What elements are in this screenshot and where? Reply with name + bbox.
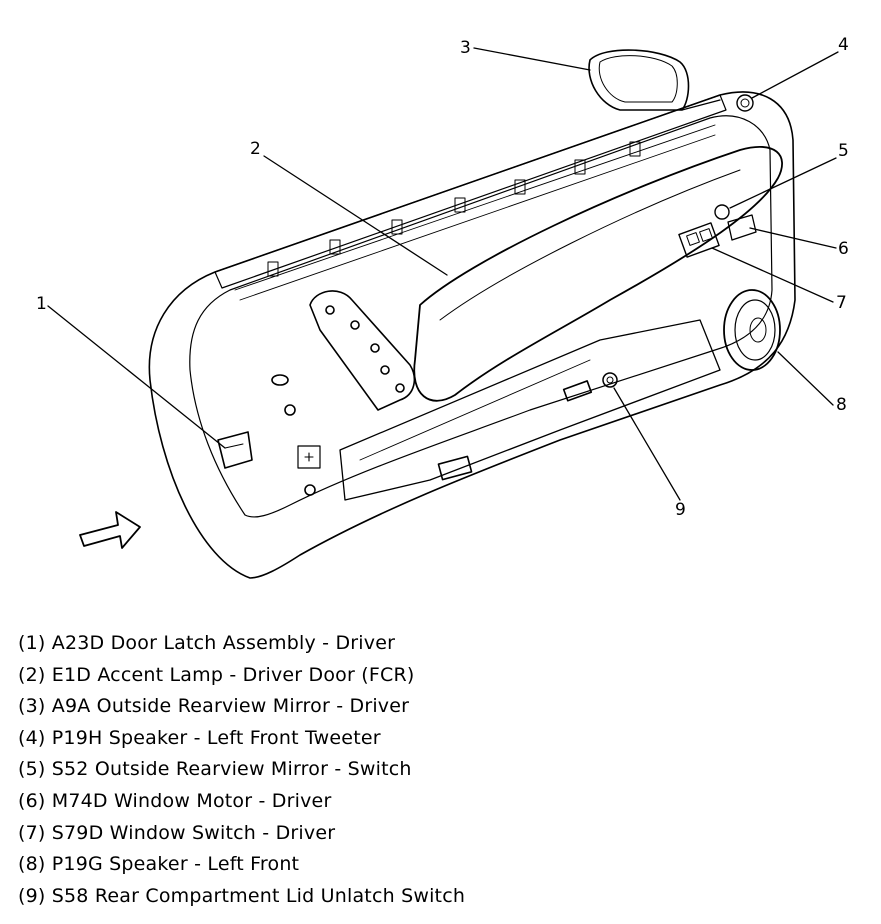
door-inner-frame xyxy=(189,115,773,518)
door-shell xyxy=(148,91,796,579)
legend-item: (4) P19H Speaker - Left Front Tweeter xyxy=(18,726,381,749)
door-latch xyxy=(217,431,253,469)
legend-item: (2) E1D Accent Lamp - Driver Door (FCR) xyxy=(18,663,415,686)
hinge-plate xyxy=(309,290,416,411)
legend-item: (8) P19G Speaker - Left Front xyxy=(18,853,300,876)
top-brackets xyxy=(267,141,641,277)
callout-9: 9 xyxy=(675,500,686,520)
outside-mirror xyxy=(588,49,690,111)
leader-lines xyxy=(47,47,839,501)
callout-5: 5 xyxy=(838,141,849,161)
lower-panel xyxy=(339,319,721,501)
legend-item: (7) S79D Window Switch - Driver xyxy=(18,821,336,844)
window-switch xyxy=(678,222,720,258)
lid-unlatch-switch xyxy=(602,372,618,388)
callout-3: 3 xyxy=(460,38,471,58)
callout-2: 2 xyxy=(250,139,261,159)
callout-7: 7 xyxy=(836,293,847,313)
legend-item: (5) S52 Outside Rearview Mirror - Switch xyxy=(18,758,412,781)
window-motor xyxy=(727,214,757,241)
callout-8: 8 xyxy=(836,395,847,415)
belt-strip xyxy=(214,94,727,289)
tweeter xyxy=(736,94,754,112)
callout-4: 4 xyxy=(838,35,849,55)
door-line-drawing xyxy=(47,47,839,579)
door-component-diagram: 1 2 3 4 5 6 7 8 9 xyxy=(36,35,849,579)
armrest xyxy=(413,145,783,402)
legend-item: (9) S58 Rear Compartment Lid Unlatch Swi… xyxy=(18,884,466,907)
legend-item: (6) M74D Window Motor - Driver xyxy=(18,789,332,812)
component-legend: (1) A23D Door Latch Assembly - Driver (2… xyxy=(18,628,465,912)
callout-1: 1 xyxy=(36,294,47,314)
forward-arrow xyxy=(79,511,141,549)
front-speaker xyxy=(723,289,781,371)
callout-6: 6 xyxy=(838,239,849,259)
legend-item: (1) A23D Door Latch Assembly - Driver xyxy=(18,632,396,654)
mirror-switch xyxy=(714,204,730,220)
legend-item: (3) A9A Outside Rearview Mirror - Driver xyxy=(18,695,410,718)
